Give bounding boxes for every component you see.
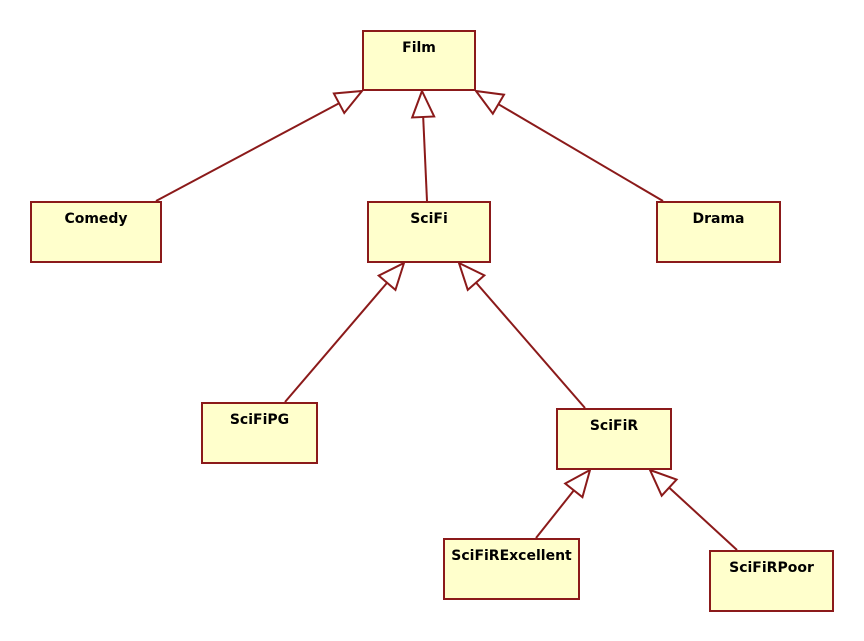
class-scifipg[interactable]: SciFiPG (201, 402, 318, 464)
generalization-scifirexcellent-to-scifir[interactable] (535, 467, 592, 539)
class-scifirexcellent[interactable]: SciFiRExcellent (443, 538, 580, 600)
class-drama-name: Drama (692, 211, 745, 227)
generalization-drama-to-film[interactable] (473, 89, 664, 202)
class-film-name: Film (402, 40, 436, 56)
class-scifirpoor[interactable]: SciFiRPoor (709, 550, 834, 612)
generalization-scifir-to-scifi[interactable] (457, 261, 586, 409)
hollow-triangle-arrowhead-icon (332, 89, 365, 115)
generalization-line (475, 281, 586, 409)
class-scifi[interactable]: SciFi (367, 201, 491, 263)
class-film[interactable]: Film (362, 30, 476, 91)
generalization-line (535, 489, 575, 539)
generalization-comedy-to-film[interactable] (155, 89, 365, 202)
generalization-line (497, 103, 664, 202)
generalization-line (422, 116, 428, 202)
generalization-scifirpoor-to-scifir[interactable] (648, 468, 738, 551)
generalization-line (284, 282, 388, 403)
generalization-scifipg-to-scifi[interactable] (284, 261, 406, 403)
class-comedy-name: Comedy (64, 211, 128, 227)
hollow-triangle-arrowhead-icon (457, 261, 487, 292)
hollow-triangle-arrowhead-icon (410, 88, 436, 119)
generalization-line (668, 486, 738, 551)
class-scifirexcellent-name: SciFiRExcellent (451, 548, 572, 564)
class-scifir[interactable]: SciFiR (556, 408, 672, 470)
class-scifipg-name: SciFiPG (229, 412, 290, 428)
hollow-triangle-arrowhead-icon (648, 468, 679, 498)
class-comedy[interactable]: Comedy (30, 201, 162, 263)
class-drama[interactable]: Drama (656, 201, 781, 263)
hollow-triangle-arrowhead-icon (563, 467, 592, 499)
hollow-triangle-arrowhead-icon (473, 89, 506, 116)
hollow-triangle-arrowhead-icon (376, 261, 406, 292)
class-scifir-name: SciFiR (589, 418, 639, 434)
class-scifi-name: SciFi (410, 211, 448, 227)
class-scifirpoor-name: SciFiRPoor (729, 560, 814, 576)
generalization-scifi-to-film[interactable] (410, 88, 436, 202)
generalization-line (155, 102, 340, 202)
